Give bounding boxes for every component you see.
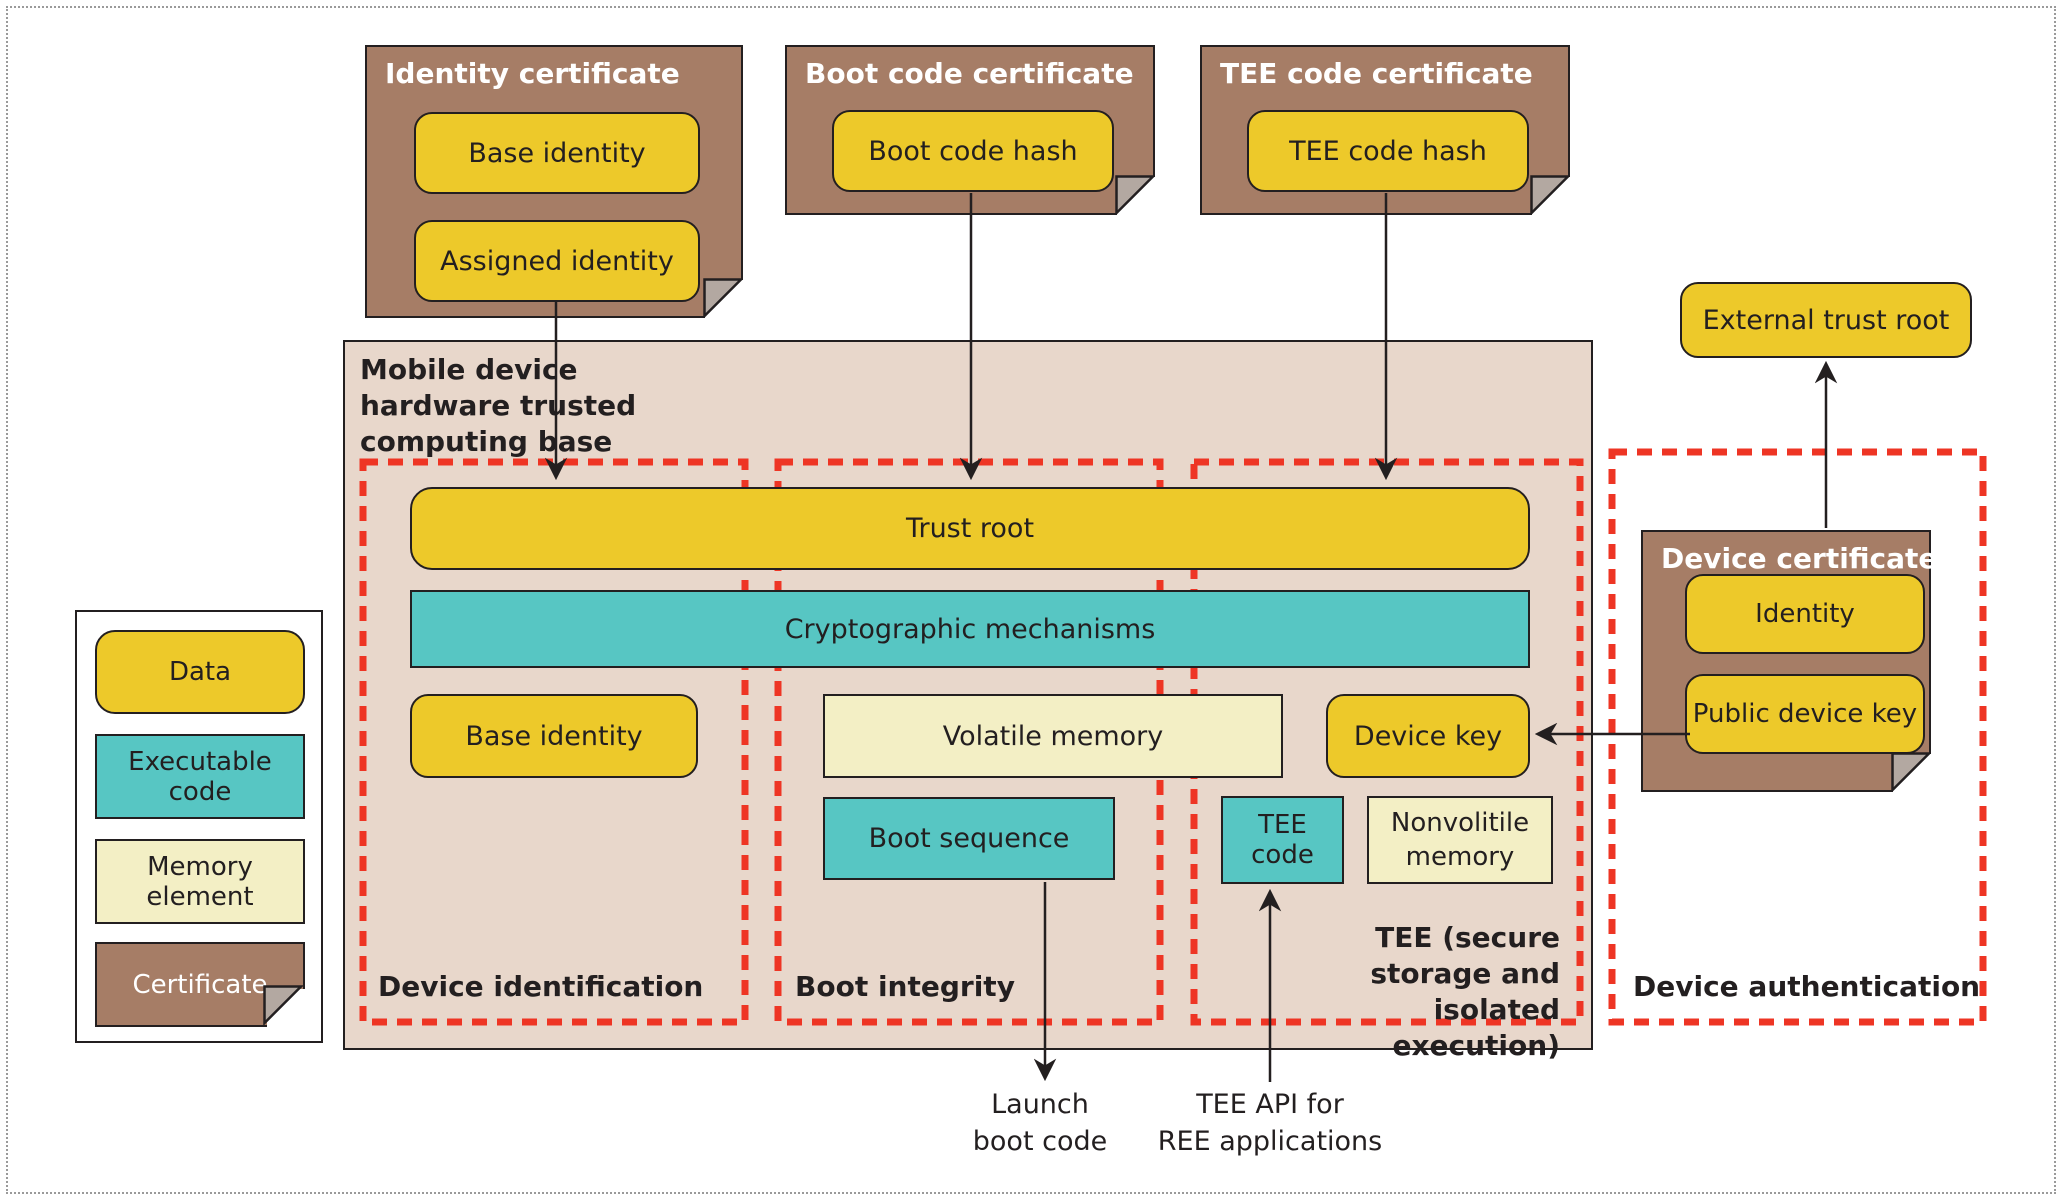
tee-code-certificate: TEE code certificate TEE code hash bbox=[1200, 45, 1570, 215]
device-identity-field: Identity bbox=[1685, 574, 1925, 654]
tee-label: TEE (secure storage and isolated executi… bbox=[1370, 921, 1560, 1062]
boot-sequence-box: Boot sequence bbox=[823, 797, 1115, 880]
annotation-tee-api: TEE API for REE applications bbox=[1157, 1089, 1383, 1157]
boot-code-certificate-title: Boot code certificate bbox=[805, 57, 1134, 90]
certificate-fold-icon bbox=[703, 278, 743, 318]
legend-item-data: Data bbox=[95, 630, 305, 714]
legend-item-memory-element: Memory element bbox=[95, 839, 305, 924]
device-certificate-title: Device certificate bbox=[1661, 542, 1938, 575]
certificate-fold-icon bbox=[263, 985, 303, 1025]
legend-panel: Data Executable code Memory element Cert… bbox=[75, 610, 323, 1043]
annotation-launch-boot-code: Launch boot code bbox=[972, 1089, 1108, 1157]
tee-code-box: TEE code bbox=[1221, 796, 1344, 884]
identity-certificate: Identity certificate Base identity Assig… bbox=[365, 45, 743, 318]
certificate-fold-icon bbox=[1115, 175, 1155, 215]
tcb-title: Mobile device hardware trusted computing… bbox=[360, 353, 637, 458]
cryptographic-mechanisms-box: Cryptographic mechanisms bbox=[410, 590, 1530, 668]
external-trust-root-box: External trust root bbox=[1680, 282, 1972, 358]
identity-certificate-title: Identity certificate bbox=[385, 57, 680, 90]
legend-item-executable-code: Executable code bbox=[95, 734, 305, 819]
boot-code-hash-field: Boot code hash bbox=[832, 110, 1114, 192]
device-authentication-label: Device authentication bbox=[1633, 970, 1981, 1003]
legend-certificate-label: Certificate bbox=[132, 969, 268, 1000]
device-certificate: Device certificate Identity Public devic… bbox=[1641, 530, 1931, 792]
boot-integrity-label: Boot integrity bbox=[795, 970, 1015, 1003]
device-key-box: Device key bbox=[1326, 694, 1530, 778]
certificate-fold-icon bbox=[1530, 175, 1570, 215]
boot-code-certificate: Boot code certificate Boot code hash bbox=[785, 45, 1155, 215]
base-identity-field: Base identity bbox=[414, 112, 700, 194]
certificate-fold-icon bbox=[1891, 752, 1931, 792]
tee-code-certificate-title: TEE code certificate bbox=[1220, 57, 1533, 90]
public-device-key-field: Public device key bbox=[1685, 674, 1925, 754]
volatile-memory-box: Volatile memory bbox=[823, 694, 1283, 778]
nonvolatile-memory-box: Nonvolitile memory bbox=[1367, 796, 1553, 884]
base-identity-box: Base identity bbox=[410, 694, 698, 778]
trust-root-box: Trust root bbox=[410, 487, 1530, 570]
assigned-identity-field: Assigned identity bbox=[414, 220, 700, 302]
tee-code-hash-field: TEE code hash bbox=[1247, 110, 1529, 192]
device-identification-label: Device identification bbox=[378, 970, 704, 1003]
